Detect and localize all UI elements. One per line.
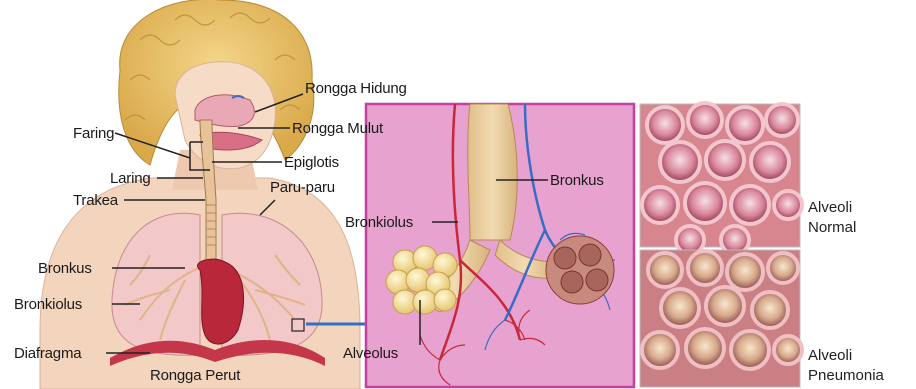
alveoli-pneumonia-line2: Pneumonia <box>808 366 884 386</box>
alveoli-normal-line2: Normal <box>808 218 856 238</box>
label-alveolus: Alveolus <box>343 345 398 362</box>
alveoli-normal-panel <box>640 103 802 254</box>
label-diafragma: Diafragma <box>14 345 81 362</box>
label-bronkiolus-left: Bronkiolus <box>14 296 82 313</box>
label-rongga-perut: Rongga Perut <box>150 367 240 384</box>
label-paru-paru: Paru-paru <box>270 179 335 196</box>
label-epiglotis: Epiglotis <box>284 154 339 171</box>
label-bronkus-right: Bronkus <box>550 172 604 189</box>
zoom-panel <box>366 104 634 387</box>
label-rongga-hidung: Rongga Hidung <box>305 80 407 97</box>
alveoli-pneumonia-line1: Alveoli <box>808 346 884 366</box>
label-alveoli-pneumonia: Alveoli Pneumonia <box>808 346 884 386</box>
label-trakea: Trakea <box>73 192 118 209</box>
label-rongga-mulut: Rongga Mulut <box>292 120 383 137</box>
alveoli-pneumonia-panel <box>640 250 802 387</box>
label-bronkiolus-right: Bronkiolus <box>345 214 413 231</box>
label-bronkus-left: Bronkus <box>38 260 92 277</box>
label-faring: Faring <box>73 125 114 142</box>
label-alveoli-normal: Alveoli Normal <box>808 198 856 238</box>
label-laring: Laring <box>110 170 151 187</box>
alveoli-normal-line1: Alveoli <box>808 198 856 218</box>
